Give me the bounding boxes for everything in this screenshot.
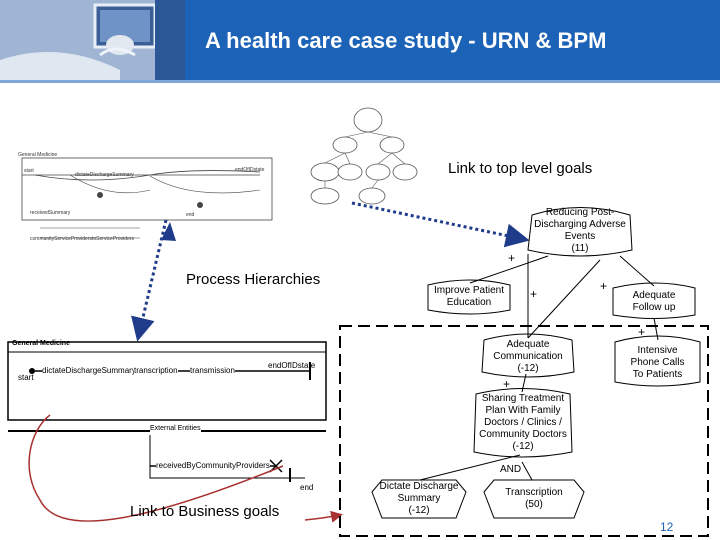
goal-phone: Intensive Phone Calls To Patients — [630, 345, 685, 380]
goal-improve: Improve Patient Education — [433, 285, 505, 308]
mini-providers: toServiceProviders — [92, 236, 134, 242]
link-business-goals-arrow — [28, 414, 284, 522]
task-dictate: Dictate Discharge Summary (-12) — [379, 481, 459, 516]
mini-step: dictateDischargeSummary — [75, 172, 134, 178]
link-top-goal-arrow — [351, 201, 530, 248]
business-goals-box — [339, 325, 709, 537]
goal-followup: Adequate Follow up — [632, 290, 676, 313]
goal-communication-shape — [481, 333, 575, 378]
task-transcription-shape — [483, 479, 585, 519]
slide-title: A health care case study - URN & BPM — [205, 28, 607, 53]
goal-phone-shape — [614, 335, 701, 387]
mini-end: end — [186, 212, 195, 218]
goal-followup-shape — [612, 282, 696, 319]
external-lane-label: External Entities — [150, 425, 201, 432]
goal-sharing: Sharing Treatment Plan With Family Docto… — [479, 393, 567, 452]
goal-top: Reducing Post- Discharging Adverse Event… — [534, 207, 626, 254]
pool-title: General Medicine — [12, 340, 70, 347]
header-photo — [0, 0, 185, 80]
page-number: 12 — [660, 520, 674, 534]
and-decomposition-label: AND — [498, 464, 524, 475]
process-hierarchy-arrow — [131, 219, 168, 342]
link-top-goals-label: Link to top level goals — [448, 160, 593, 177]
task-dictate-shape — [371, 479, 467, 519]
mini-end-state: endOfIDstate — [235, 167, 265, 173]
process-hierarchies-label: Process Hierarchies — [186, 271, 321, 288]
process-start: start — [18, 373, 34, 382]
process-end-state: endOfIDstate — [268, 361, 316, 370]
computer-photo-icon — [0, 0, 185, 80]
step-transmission: transmission — [190, 366, 235, 375]
link-business-goals-label: Link to Business goals — [130, 503, 280, 520]
goal-links — [419, 254, 659, 481]
slide-header: A health care case study - URN & BPM — [0, 0, 720, 80]
mini-received: receivedSummary — [30, 210, 71, 216]
contribution-marks: + + + + + — [503, 251, 645, 391]
step-transcription: transcription — [134, 366, 178, 375]
goal-top-shape — [527, 207, 633, 257]
svg-text:+: + — [503, 377, 510, 391]
mini-process-map — [21, 157, 273, 239]
step-received: receivedByCommunityProviders — [156, 461, 270, 470]
mini-start: start — [24, 168, 34, 174]
header-divider — [0, 80, 720, 83]
hierarchy-arrowhead-top — [161, 222, 176, 241]
svg-text:+: + — [600, 279, 607, 293]
process-end: end — [300, 483, 314, 492]
goal-communication: Adequate Communication (-12) — [493, 339, 563, 374]
goal-sharing-shape — [473, 388, 573, 458]
svg-text:+: + — [638, 325, 645, 339]
task-transcription: Transcription (50) — [505, 487, 563, 510]
mini-goal-graph — [310, 107, 418, 205]
mini-community: communityServiceProviders — [30, 236, 92, 242]
svg-text:+: + — [508, 251, 515, 265]
step-dictate: dictateDischargeSummary — [42, 366, 136, 375]
goal-improve-shape — [427, 279, 511, 315]
mini-pool-title: General Medicine — [18, 152, 58, 158]
svg-text:+: + — [530, 287, 537, 301]
